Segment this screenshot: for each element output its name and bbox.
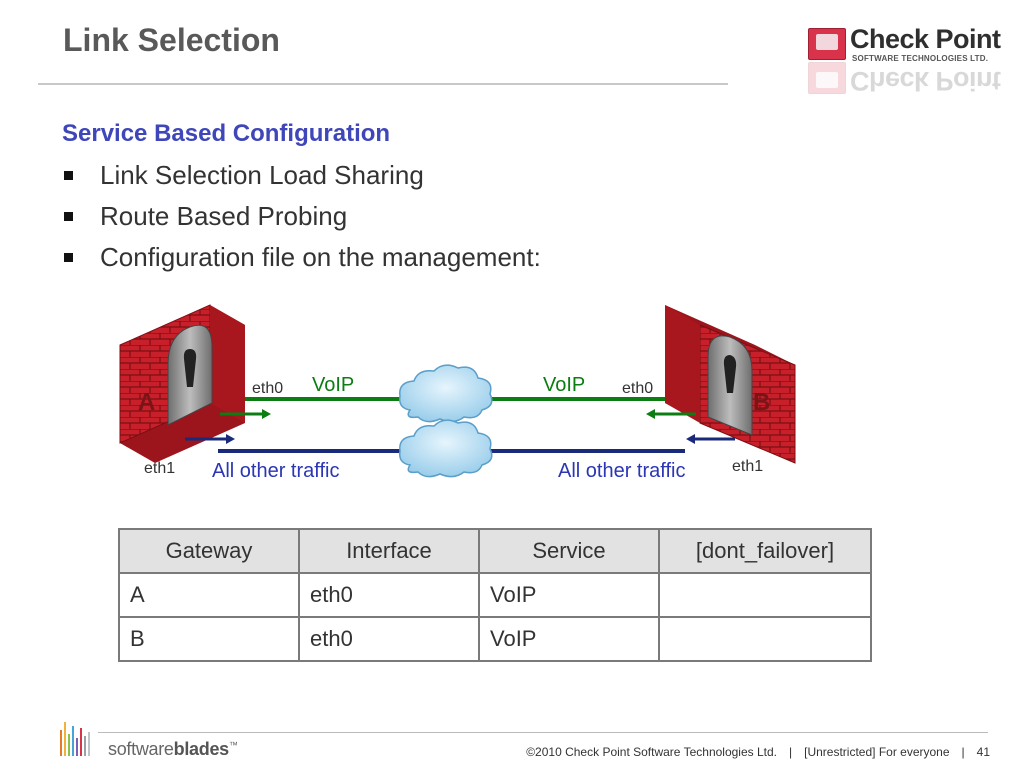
right-eth1-label: eth1 bbox=[732, 458, 763, 475]
slide-title: Link Selection bbox=[63, 22, 280, 58]
left-voip-label: VoIP bbox=[312, 374, 354, 396]
logo-tagline: SOFTWARE TECHNOLOGIES LTD. bbox=[852, 54, 989, 63]
bullet-item: Link Selection Load Sharing bbox=[62, 158, 541, 199]
table-row: A eth0 VoIP bbox=[118, 572, 872, 618]
bullet-square-icon bbox=[64, 212, 73, 221]
bullet-square-icon bbox=[64, 253, 73, 262]
logo-name: Check Point bbox=[850, 24, 1001, 54]
link-selection-diagram: A B eth0 VoIP VoIP eth0 eth1 All other t… bbox=[119, 304, 796, 482]
table-cell: eth0 bbox=[298, 572, 480, 618]
software-blades-logo-icon bbox=[58, 722, 96, 756]
gateway-a-label: A bbox=[138, 389, 155, 416]
section-subtitle: Service Based Configuration bbox=[62, 120, 391, 147]
bullet-text: Link Selection Load Sharing bbox=[100, 160, 424, 190]
left-eth1-label: eth1 bbox=[144, 460, 175, 477]
table-header-row: Gateway Interface Service [dont_failover… bbox=[118, 528, 872, 574]
footer-divider bbox=[98, 732, 988, 733]
column-header-gateway: Gateway bbox=[118, 528, 300, 574]
column-header-service: Service bbox=[478, 528, 660, 574]
bullet-item: Route Based Probing bbox=[62, 199, 541, 240]
bullet-square-icon bbox=[64, 171, 73, 180]
title-divider bbox=[38, 83, 728, 85]
logo-reflection: Check Point bbox=[806, 62, 1006, 98]
configuration-table: Gateway Interface Service [dont_failover… bbox=[118, 528, 872, 662]
network-cloud-icon bbox=[398, 364, 493, 423]
arrow-right-icon bbox=[185, 434, 235, 444]
bullet-list: Link Selection Load Sharing Route Based … bbox=[62, 158, 541, 281]
bullet-text: Route Based Probing bbox=[100, 201, 348, 231]
bullet-item: Configuration file on the management: bbox=[62, 240, 541, 281]
right-other-traffic-label: All other traffic bbox=[558, 460, 685, 482]
page-number: 41 bbox=[976, 745, 990, 759]
table-cell: VoIP bbox=[478, 616, 660, 662]
left-other-traffic-label: All other traffic bbox=[212, 460, 339, 482]
column-header-dont-failover: [dont_failover] bbox=[658, 528, 872, 574]
table-cell: A bbox=[118, 572, 300, 618]
arrow-right-icon bbox=[220, 409, 271, 419]
column-header-interface: Interface bbox=[298, 528, 480, 574]
check-point-logo-icon bbox=[808, 28, 846, 60]
network-cloud-icon bbox=[398, 419, 493, 478]
right-voip-label: VoIP bbox=[543, 374, 585, 396]
bullet-text: Configuration file on the management: bbox=[100, 242, 541, 272]
table-cell bbox=[658, 572, 872, 618]
arrow-left-icon bbox=[646, 409, 696, 419]
arrow-left-icon bbox=[686, 434, 735, 444]
software-blades-brand: softwareblades™ bbox=[108, 739, 238, 759]
table-cell: eth0 bbox=[298, 616, 480, 662]
table-cell bbox=[658, 616, 872, 662]
footer-classification: [Unrestricted] For everyone bbox=[804, 745, 950, 759]
check-point-logo: Check Point SOFTWARE TECHNOLOGIES LTD. C… bbox=[806, 24, 1006, 101]
table-cell: B bbox=[118, 616, 300, 662]
gateway-b-label: B bbox=[753, 389, 770, 416]
footer-text: ©2010 Check Point Software Technologies … bbox=[526, 745, 990, 759]
right-eth0-label: eth0 bbox=[622, 380, 653, 397]
table-row: B eth0 VoIP bbox=[118, 616, 872, 662]
footer-copyright: ©2010 Check Point Software Technologies … bbox=[526, 745, 777, 759]
table-cell: VoIP bbox=[478, 572, 660, 618]
firewall-b-icon bbox=[665, 305, 796, 464]
firewall-a-icon bbox=[119, 304, 245, 463]
left-eth0-label: eth0 bbox=[252, 380, 283, 397]
